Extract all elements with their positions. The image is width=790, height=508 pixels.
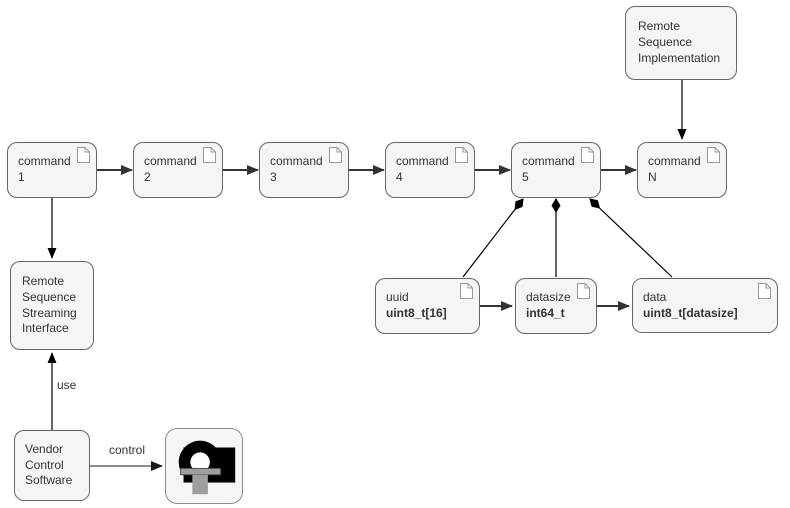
page-icon [454,146,469,164]
edge-command5-data-composition [589,198,673,278]
edge-command5-uuid-composition [462,198,524,278]
page-icon [76,146,91,164]
node-label: command 1 [18,154,71,184]
page-icon [576,282,591,300]
node-uuid: uuid uint8_t[16] [375,278,480,334]
page-icon [757,282,772,300]
page-icon [202,146,217,164]
edge-label-control: control [107,443,148,458]
node-label: command N [648,154,701,184]
node-data: data uint8_t[datasize] [632,278,778,333]
field-name: data [643,289,667,304]
page-icon [328,146,343,164]
field-type: int64_t [526,306,565,320]
mri-scanner-icon [165,428,243,504]
node-remote-sequence-implementation: Remote Sequence Implementation [625,6,737,80]
node-command-4: command 4 [385,142,475,198]
page-icon [459,282,474,300]
node-label: Vendor Control Software [25,441,73,488]
node-command-5: command 5 [511,142,601,198]
node-label: command 4 [396,154,449,184]
node-command-1: command 1 [7,142,97,198]
page-icon [580,146,595,164]
mri-scanner-graphic [178,440,236,495]
node-label: Remote Sequence Implementation [638,19,721,65]
node-label: command 2 [144,154,197,184]
node-label: Remote Sequence Streaming Interface [22,273,77,336]
node-command-3: command 3 [259,142,349,198]
node-label: command 3 [270,154,323,184]
field-type: uint8_t[16] [386,306,447,320]
node-remote-sequence-streaming-interface: Remote Sequence Streaming Interface [10,261,94,350]
field-name: datasize [526,290,571,305]
field-type: uint8_t[datasize] [643,305,738,320]
node-command-N: command N [637,142,727,198]
field-name: uuid [386,290,409,305]
node-label: command 5 [522,154,575,184]
edge-label-use: use [55,378,79,393]
node-vendor-control-software: Vendor Control Software [14,430,90,501]
page-icon [706,146,721,164]
node-command-2: command 2 [133,142,223,198]
node-datasize: datasize int64_t [515,278,597,334]
